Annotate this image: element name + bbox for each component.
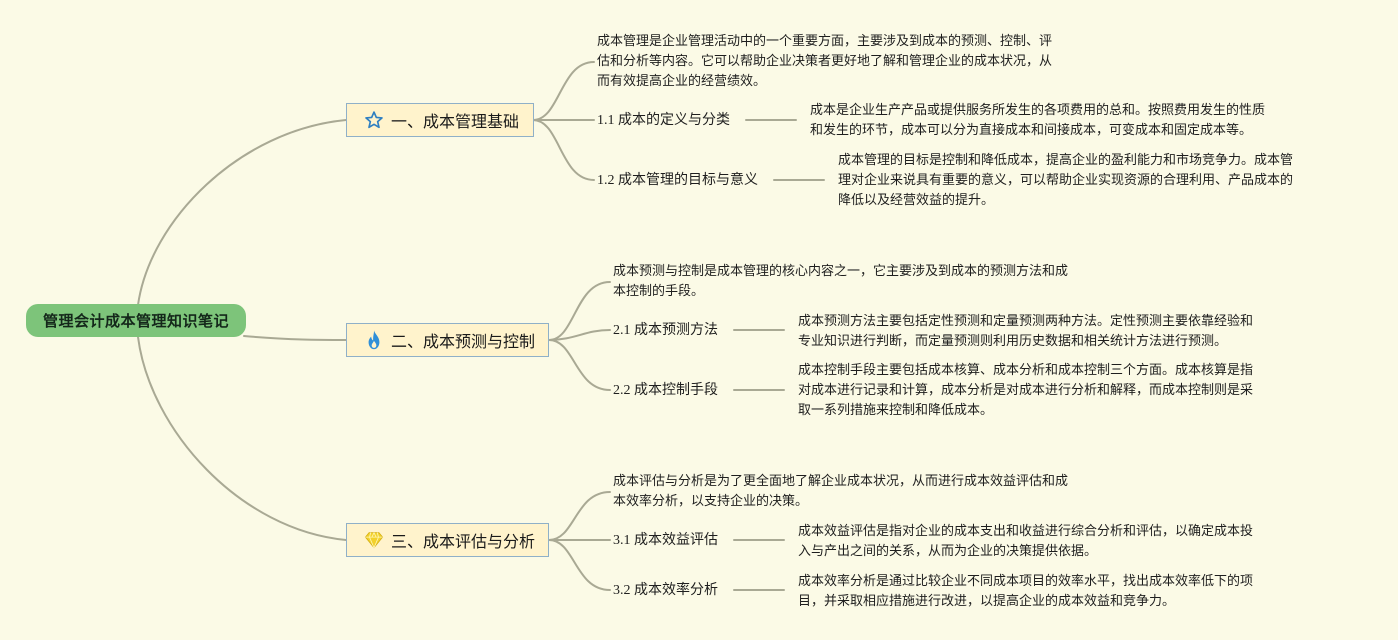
branch-1-summary: 成本管理是企业管理活动中的一个重要方面，主要涉及到成本的预测、控制、评 估和分析… [597, 34, 1053, 89]
sub-detail-2-1: 成本预测方法主要包括定性预测和定量预测两种方法。定性预测主要依靠经验和 专业知识… [798, 314, 1254, 349]
sub-node-3-1[interactable]: 3.1 成本效益评估 [613, 533, 718, 548]
branch-3-to-summary [548, 491, 611, 541]
root-to-branch-2 [243, 335, 347, 341]
branch-label-1: 一、成本管理基础 [391, 112, 520, 131]
sub-node-1-1[interactable]: 1.1 成本的定义与分类 [597, 113, 730, 128]
branch-2-to-sub-1 [548, 329, 611, 341]
sub-detail-1-2: 成本管理的目标是控制和降低成本，提高企业的盈利能力和市场竞争力。成本管 理对企业… [838, 153, 1294, 208]
root-to-branch-1 [137, 119, 347, 306]
sub-node-3-2[interactable]: 3.2 成本效率分析 [613, 583, 718, 598]
gem-icon [363, 529, 385, 551]
branch-node-2[interactable]: 二、成本预测与控制 [346, 323, 549, 357]
branch-1-to-sub-2 [532, 119, 595, 181]
root-label: 管理会计成本管理知识笔记 [42, 312, 229, 330]
sub-node-2-2[interactable]: 2.2 成本控制手段 [613, 383, 718, 398]
branch-label-3: 三、成本评估与分析 [391, 532, 536, 551]
sub-detail-2-2: 成本控制手段主要包括成本核算、成本分析和成本控制三个方面。成本核算是指 对成本进… [798, 363, 1254, 418]
branch-2-to-summary [548, 281, 611, 341]
branch-3-summary: 成本评估与分析是为了更全面地了解企业成本状况，从而进行成本效益评估和成 本效率分… [613, 474, 1069, 509]
root-node[interactable]: 管理会计成本管理知识笔记 [26, 304, 246, 337]
branch-node-3[interactable]: 三、成本评估与分析 [346, 523, 549, 557]
sub-detail-3-2: 成本效率分析是通过比较企业不同成本项目的效率水平，找出成本效率低下的项 目，并采… [798, 574, 1254, 609]
branch-node-1[interactable]: 一、成本管理基础 [346, 103, 534, 137]
branch-2-summary: 成本预测与控制是成本管理的核心内容之一，它主要涉及到成本的预测方法和成 本控制的… [613, 264, 1069, 299]
sub-detail-3-1: 成本效益评估是指对企业的成本支出和收益进行综合分析和评估，以确定成本投 入与产出… [798, 524, 1254, 559]
root-to-branch-3 [137, 336, 347, 541]
branch-2-to-sub-2 [548, 339, 611, 391]
star-icon [363, 109, 385, 131]
branch-3-to-sub-2 [548, 539, 611, 591]
branch-1-to-summary [532, 61, 595, 121]
branch-label-2: 二、成本预测与控制 [391, 332, 536, 351]
sub-node-2-1[interactable]: 2.1 成本预测方法 [613, 323, 718, 338]
sub-detail-1-1: 成本是企业生产产品或提供服务所发生的各项费用的总和。按照费用发生的性质 和发生的… [810, 103, 1266, 138]
sub-node-1-2[interactable]: 1.2 成本管理的目标与意义 [597, 173, 758, 188]
flame-icon [363, 329, 385, 351]
